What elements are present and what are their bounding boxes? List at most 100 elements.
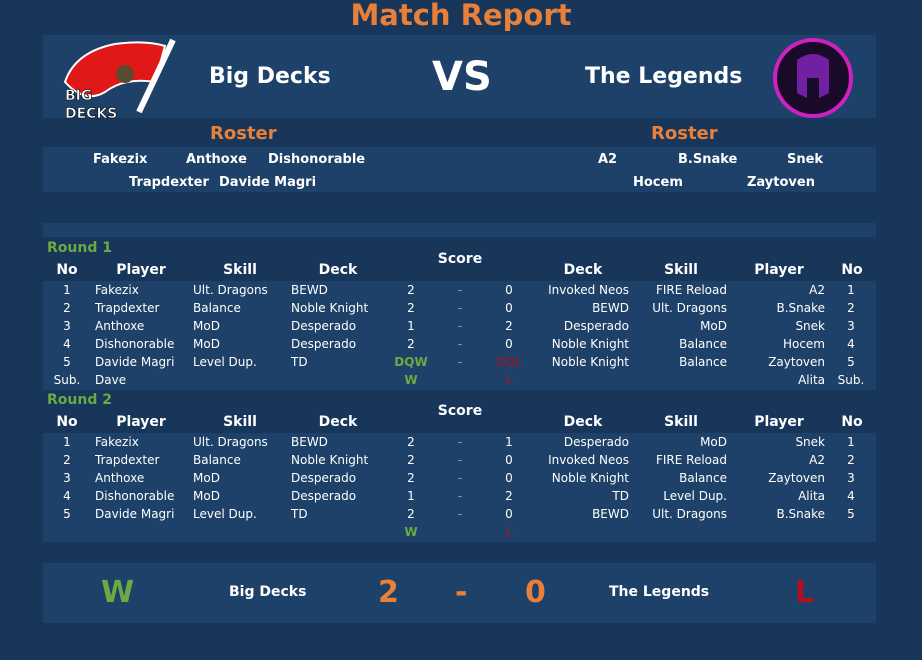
score-dash: - xyxy=(457,355,463,369)
home-deck: TD xyxy=(291,507,308,521)
divider-band xyxy=(43,223,876,237)
home-skill: Level Dup. xyxy=(193,507,257,521)
home-no: 4 xyxy=(63,489,71,503)
round-title: Round 1 xyxy=(47,240,112,256)
home-skill: MoD xyxy=(193,319,220,333)
home-player: Anthoxe xyxy=(95,319,145,333)
home-skill: Balance xyxy=(193,453,241,467)
away-deck-header: Deck xyxy=(563,414,603,430)
home-player: Fakezix xyxy=(95,435,139,449)
home-player: Fakezix xyxy=(95,283,139,297)
home-deck: Noble Knight xyxy=(291,301,369,315)
home-no: 5 xyxy=(63,507,71,521)
home-no: 1 xyxy=(63,435,71,449)
away-skill: Ult. Dragons xyxy=(652,301,727,315)
away-no-header: No xyxy=(841,414,863,430)
away-player: B.Snake xyxy=(776,301,825,315)
home-deck: BEWD xyxy=(291,283,328,297)
deck-header: Deck xyxy=(318,262,358,278)
home-score: DQW xyxy=(394,355,428,369)
away-no: 4 xyxy=(847,489,855,503)
away-no-header: No xyxy=(841,262,863,278)
away-skill-header: Skill xyxy=(664,414,698,430)
away-skill: Balance xyxy=(679,337,727,351)
svg-text:BIG: BIG xyxy=(65,88,92,104)
away-roster-label: Roster xyxy=(651,123,718,144)
away-deck: BEWD xyxy=(592,301,629,315)
home-no: 5 xyxy=(63,355,71,369)
away-deck: BEWD xyxy=(592,507,629,521)
home-score: 2 xyxy=(407,471,415,485)
away-no: 2 xyxy=(847,301,855,315)
player-header: Player xyxy=(116,262,166,278)
away-no: 3 xyxy=(847,471,855,485)
no-header: No xyxy=(56,262,78,278)
home-no: 1 xyxy=(63,283,71,297)
score-dash: - xyxy=(457,507,463,521)
away-final-score: 0 xyxy=(525,575,546,610)
away-deck: Noble Knight xyxy=(551,471,629,485)
away-roster-player: A2 xyxy=(598,152,618,167)
away-no: 3 xyxy=(847,319,855,333)
no-header: No xyxy=(56,414,78,430)
home-score: W xyxy=(404,525,418,539)
player-header: Player xyxy=(116,414,166,430)
away-score: 0 xyxy=(505,337,513,351)
away-deck: TD xyxy=(612,489,629,503)
away-player: B.Snake xyxy=(776,507,825,521)
home-player: Dishonorable xyxy=(95,489,175,503)
away-skill: MoD xyxy=(700,435,727,449)
page-title: Match Report xyxy=(350,0,572,32)
home-deck: Desperado xyxy=(291,319,357,333)
away-player: A2 xyxy=(809,283,825,297)
score-dash: - xyxy=(457,435,463,449)
home-roster-player: Davide Magri xyxy=(219,175,317,190)
score-dash: - xyxy=(457,471,463,485)
deck-header: Deck xyxy=(318,414,358,430)
big-decks-logo: BIG DECKS xyxy=(63,38,176,122)
away-no: Sub. xyxy=(837,373,865,387)
home-player: Davide Magri xyxy=(95,355,175,369)
home-skill: Balance xyxy=(193,301,241,315)
score-dash: - xyxy=(455,575,468,610)
score-dash: - xyxy=(457,337,463,351)
away-deck-header: Deck xyxy=(563,262,603,278)
away-no: 5 xyxy=(847,507,855,521)
home-deck: TD xyxy=(291,355,308,369)
away-score: 0 xyxy=(505,471,513,485)
home-score: 2 xyxy=(407,283,415,297)
home-deck: Desperado xyxy=(291,489,357,503)
home-player: Trapdexter xyxy=(95,301,160,315)
away-score: L xyxy=(505,525,513,539)
away-player: A2 xyxy=(809,453,825,467)
away-player: Alita xyxy=(798,489,825,503)
home-skill: MoD xyxy=(193,471,220,485)
away-score: 0 xyxy=(505,301,513,315)
home-deck: Desperado xyxy=(291,337,357,351)
away-skill: FIRE Reload xyxy=(655,283,727,297)
score-header: Score xyxy=(437,251,483,267)
home-skill: Ult. Dragons xyxy=(193,283,268,297)
home-final-score: 2 xyxy=(378,575,399,610)
away-roster-player: Zaytoven xyxy=(747,175,815,190)
home-team-name: Big Decks xyxy=(209,64,331,89)
away-skill: FIRE Reload xyxy=(655,453,727,467)
away-player: Snek xyxy=(795,319,825,333)
round-table-band xyxy=(43,433,876,542)
away-roster-player: B.Snake xyxy=(678,152,738,167)
header-panel xyxy=(43,35,876,118)
away-roster-player: Hocem xyxy=(633,175,683,190)
home-no: 2 xyxy=(63,301,71,315)
skill-header: Skill xyxy=(223,414,257,430)
home-roster-player: Trapdexter xyxy=(129,175,209,190)
away-roster-player: Snek xyxy=(787,152,824,167)
away-score: 2 xyxy=(505,319,513,333)
score-header: Score xyxy=(437,403,483,419)
away-no: 1 xyxy=(847,435,855,449)
home-no: 2 xyxy=(63,453,71,467)
home-no: Sub. xyxy=(53,373,81,387)
home-result: W xyxy=(101,575,135,610)
home-player: Trapdexter xyxy=(95,453,160,467)
home-skill: MoD xyxy=(193,337,220,351)
score-dash: - xyxy=(457,301,463,315)
